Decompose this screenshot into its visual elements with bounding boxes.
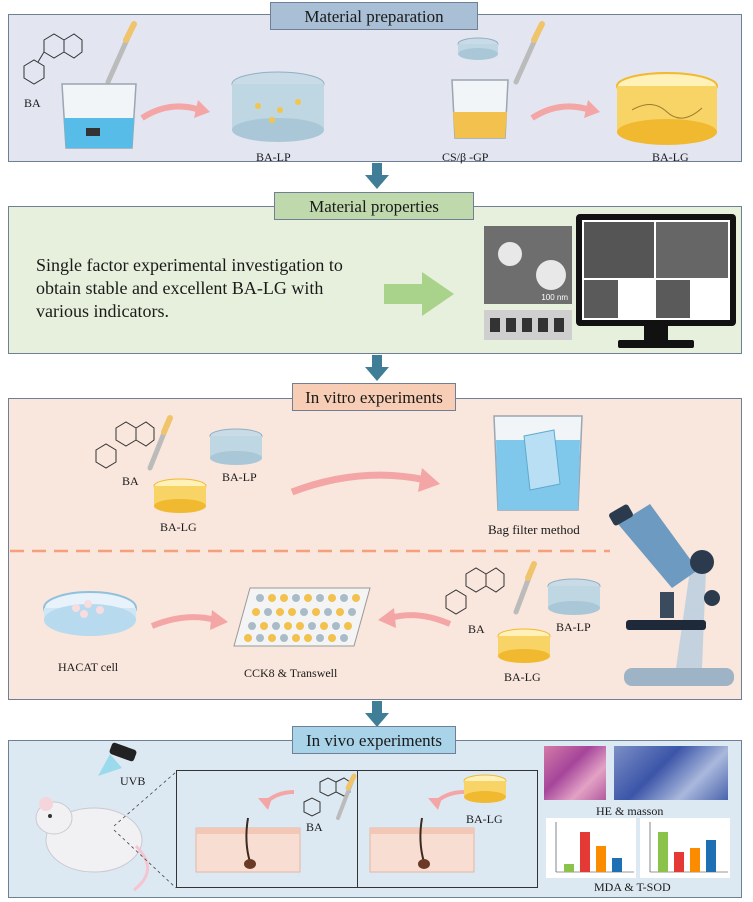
vivo-title: In vivo experiments	[292, 726, 456, 754]
ba-lg-dish-icon	[616, 72, 718, 145]
vitro-panel	[8, 398, 742, 700]
tsod-bar-chart	[640, 818, 730, 878]
vitro-ba-label: BA	[122, 474, 139, 488]
he-stain-image	[544, 746, 606, 800]
vitro-ba2-label: BA	[468, 622, 485, 636]
well-plate-icon	[233, 587, 371, 647]
prep-ba-lg-label: BA-LG	[652, 150, 689, 164]
vivo-mda-label: MDA & T-SOD	[594, 880, 671, 894]
ba-lp-dish-icon	[231, 71, 325, 142]
vitro-ba-lg2-label: BA-LG	[504, 670, 541, 684]
prep-ba-lp-label: BA-LP	[256, 150, 291, 164]
connector-arrow-3	[365, 701, 389, 727]
prep-ba-label: BA	[24, 96, 41, 110]
vitro-cck8-label: CCK8 & Transwell	[244, 666, 338, 680]
vivo-ba-label: BA	[306, 820, 323, 834]
skin-section-icon-2	[369, 817, 475, 873]
vitro-bag-filter-label: Bag filter method	[488, 522, 580, 537]
pipette-icon-2	[513, 21, 545, 85]
ba-lg-dish-small-icon-2	[497, 628, 551, 663]
pipette-icon-3	[147, 415, 173, 471]
tem-scale-bar: 100 nm	[541, 293, 568, 302]
vitro-hacat-label: HACAT cell	[58, 660, 119, 674]
ba-lp-dish-small-icon	[209, 428, 263, 465]
pipette-icon-5	[336, 773, 357, 820]
tem-image: 100 nm	[484, 226, 572, 304]
masson-stain-image	[614, 746, 728, 800]
mda-bar-chart	[546, 818, 636, 878]
petri-dish-icon	[43, 591, 137, 636]
monitor-icon	[576, 214, 736, 348]
vitro-ba-lp2-label: BA-LP	[556, 620, 591, 634]
ba-lg-dish-small-icon	[153, 478, 207, 513]
pink-arrow-icon-2	[530, 100, 600, 121]
beaker-blue-icon	[61, 83, 137, 149]
ba-lg-dish-vivo-icon	[463, 774, 507, 803]
vitro-ba-lp-label: BA-LP	[222, 470, 257, 484]
props-title: Material properties	[274, 192, 474, 220]
vitro-ba-lg-label: BA-LG	[160, 520, 197, 534]
vivo-ba-lg-label: BA-LG	[466, 812, 503, 826]
pink-arrow-short-icon	[150, 610, 228, 630]
ba-molecule-icon-3	[445, 567, 505, 615]
skin-box	[176, 770, 538, 888]
green-arrow-icon	[384, 272, 454, 316]
beaker-bag-icon	[493, 415, 583, 511]
skin-section-icon	[195, 817, 301, 873]
vitro-title: In vitro experiments	[292, 383, 456, 411]
pink-arrow-vivo-icon	[258, 790, 295, 810]
zoom-lines	[113, 771, 177, 889]
divider-dashed-line	[10, 549, 610, 553]
vivo-uvb-label: UVB	[120, 774, 146, 788]
pink-arrow-long-icon	[290, 468, 440, 496]
prep-title: Material preparation	[270, 2, 478, 30]
pink-arrow-left-icon	[378, 608, 452, 628]
mouse-icon	[35, 797, 149, 892]
pipette-icon	[105, 21, 137, 85]
pink-arrow-vivo-icon-2	[428, 790, 465, 810]
connector-arrow-1	[365, 163, 389, 189]
vivo-he-label: HE & masson	[596, 804, 664, 818]
ba-lp-dish-small-icon-2	[547, 578, 601, 615]
connector-arrow-2	[365, 355, 389, 381]
microscope-icon	[609, 504, 734, 686]
beaker-yellow-icon	[451, 79, 509, 139]
pipette-icon-4	[513, 561, 537, 615]
uvb-lamp-icon	[98, 742, 137, 776]
props-description: Single factor experimental investigation…	[36, 255, 343, 321]
ba-molecule-icon	[23, 33, 83, 85]
prep-cs-gp-label: CS/β -GP	[442, 150, 489, 164]
vials-image	[484, 310, 572, 340]
pink-arrow-icon	[140, 100, 210, 121]
ba-molecule-icon-2	[95, 421, 155, 469]
mini-dish-icon	[457, 37, 499, 60]
